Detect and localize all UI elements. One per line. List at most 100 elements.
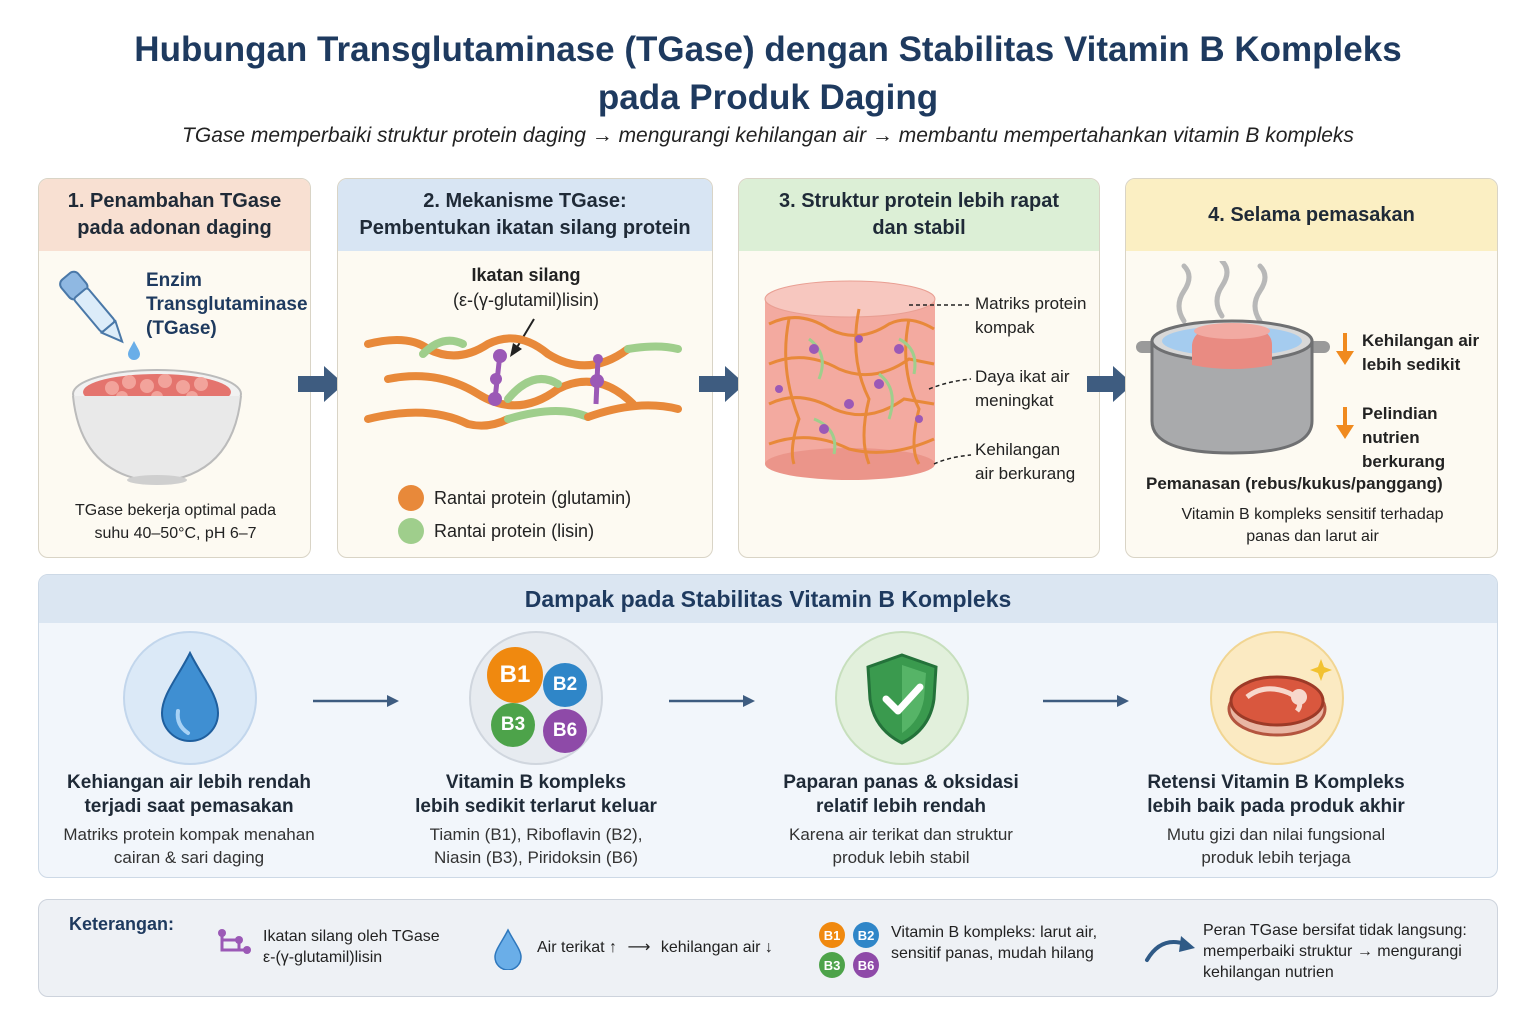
step-4-note-2: panas dan larut air	[1246, 528, 1379, 545]
step-4-title: 4. Selama pemasakan	[1208, 203, 1415, 226]
step-2-header: 2. Mekanisme TGase:Pembentukan ikatan si…	[338, 179, 712, 251]
impact-1-desc-1: Matriks protein kompak menahan	[63, 825, 315, 844]
effect-water-loss-2: lebih sedikit	[1362, 355, 1461, 374]
step-4-note: Vitamin B kompleks sensitif terhadap pan…	[1126, 504, 1497, 548]
crosslink-label-title: Ikatan silang	[471, 265, 581, 285]
impact-1-title-1: Kehiangan air lebih rendah	[67, 772, 311, 793]
impact-4-title: Retensi Vitamin B Kompleks lebih baik pa…	[1136, 771, 1416, 819]
callout-water-binding-1: Daya ikat air	[975, 367, 1070, 386]
callout-compact-matrix-1: Matriks protein	[975, 294, 1087, 313]
impact-2-title-1: Vitamin B kompleks	[445, 772, 627, 793]
legend-vitamin-2: sensitif panas, mudah hilang	[891, 945, 1094, 962]
protein-chains-diagram	[364, 318, 682, 430]
cooking-pot-icon	[1136, 261, 1330, 455]
enzyme-label-1: Enzim	[146, 270, 202, 291]
callout-lines	[909, 304, 972, 465]
arrow-down-icon	[1336, 407, 1354, 439]
step-2-title: 2. Mekanisme TGase:	[423, 190, 627, 212]
protein-matrix-icon	[764, 280, 936, 480]
impact-2-desc-1: Tiamin (B1), Riboflavin (B2),	[429, 825, 643, 844]
callout-water-binding-2: meningkat	[975, 391, 1054, 410]
droplet-icon	[128, 341, 140, 360]
impact-1-title-2: terjadi saat pemasakan	[84, 796, 294, 817]
effect-leaching-2: berkurang	[1362, 452, 1446, 471]
impact-3-desc: Karena air terikat dan struktur produk l…	[761, 823, 1041, 869]
flow-arrow-1-icon	[298, 366, 344, 402]
step-4-header: 4. Selama pemasakan	[1126, 179, 1497, 251]
legend-crosslink: Ikatan silang oleh TGase ε-(γ-glutamil)l…	[263, 926, 440, 968]
crosslink-icon	[218, 929, 251, 954]
step-3-title-2: dan stabil	[872, 217, 966, 239]
legend-role: Peran TGase bersifat tidak langsung: mem…	[1203, 920, 1467, 983]
enzyme-label: Enzim Transglutaminase (TGase)	[146, 269, 308, 341]
legend-water-1: Air terikat ↑	[537, 939, 618, 956]
impact-arrow-3-icon	[1043, 695, 1129, 707]
arrow-down-icon	[1336, 333, 1354, 365]
callout-water-loss-2: air berkurang	[975, 464, 1076, 483]
callout-water-binding: Daya ikat air meningkat	[975, 365, 1069, 413]
crosslink-label: Ikatan silang (ε-(γ-glutamil)lisin)	[338, 263, 712, 313]
dropper-icon	[59, 270, 124, 344]
legend-role-2: memperbaiki struktur → mengurangi	[1203, 943, 1462, 960]
vitamin-b2-badge: B2	[543, 663, 587, 707]
legend-role-3: kehilangan nutrien	[1203, 964, 1334, 981]
impact-1-desc-2: cairan & sari daging	[113, 848, 265, 867]
impact-2-title-2: lebih sedikit terlarut keluar	[415, 796, 657, 817]
impact-3-title: Paparan panas & oksidasi relatif lebih r…	[761, 771, 1041, 819]
step-3-title: 3. Struktur protein lebih rapat	[778, 190, 1060, 212]
effect-water-loss: Kehilangan air lebih sedikit	[1362, 329, 1479, 377]
step-4-panel: 4. Selama pemasakan Kehilangan air lebih…	[1125, 178, 1498, 558]
legend-crosslink-2: ε-(γ-glutamil)lisin	[263, 949, 383, 966]
glutamine-legend: Rantai protein (glutamin)	[434, 488, 632, 508]
shield-check-icon	[866, 653, 938, 745]
impact-3-title-2: relatif lebih rendah	[816, 796, 986, 817]
impact-4-desc-2: produk lebih terjaga	[1201, 848, 1351, 867]
impact-3-desc-1: Karena air terikat dan struktur	[789, 825, 1013, 844]
impact-arrow-2-icon	[669, 695, 755, 707]
step-1-note: TGase bekerja optimal pada suhu 40–50°C,…	[39, 499, 310, 545]
legend-role-1: Peran TGase bersifat tidak langsung:	[1203, 922, 1467, 939]
impact-2-desc-2: Niasin (B3), Piridoksin (B6)	[433, 848, 639, 867]
impact-arrow-1-icon	[313, 695, 399, 707]
callout-water-loss: Kehilangan air berkurang	[975, 438, 1075, 486]
vitamin-b3-badge: B3	[491, 703, 535, 747]
legend-water-2: kehilangan air ↓	[660, 939, 773, 956]
heating-methods: Pemanasan (rebus/kukus/panggang)	[1146, 474, 1443, 493]
step-1-note-2: suhu 40–50°C, pH 6–7	[94, 525, 257, 542]
legend-crosslink-1: Ikatan silang oleh TGase	[263, 928, 440, 945]
glutamine-swatch	[398, 485, 424, 511]
impact-3-title-1: Paparan panas & oksidasi	[783, 772, 1019, 793]
enzyme-label-3: (TGase)	[146, 318, 217, 339]
step-1-title: 1. Penambahan TGase	[67, 190, 282, 212]
effect-water-loss-1: Kehilangan air	[1362, 331, 1480, 350]
impact-title: Dampak pada Stabilitas Vitamin B Komplek…	[39, 575, 1497, 623]
water-drop-icon	[160, 651, 220, 742]
title-line-1: Hubungan Transglutaminase (TGase) dengan…	[134, 30, 1402, 69]
step-3-panel: 3. Struktur protein lebih rapat dan stabi…	[738, 178, 1100, 558]
impact-2-title: Vitamin B kompleks lebih sedikit terlaru…	[396, 771, 676, 819]
flow-arrow-2-icon	[699, 366, 745, 402]
vitamin-circle	[469, 631, 603, 765]
meat-bowl-icon	[72, 369, 242, 485]
impact-3-desc-2: produk lebih stabil	[832, 848, 970, 867]
step-2-panel: 2. Mekanisme TGase:Pembentukan ikatan si…	[337, 178, 713, 558]
callout-compact-matrix-2: kompak	[975, 318, 1035, 337]
step-3-header: 3. Struktur protein lebih rapat dan stabi…	[739, 179, 1099, 251]
legend-b6-badge: B6	[853, 952, 879, 978]
step-1-note-1: TGase bekerja optimal pada	[75, 502, 276, 519]
legend-title: Keterangan:	[69, 914, 175, 934]
callout-compact-matrix: Matriks protein kompak	[975, 292, 1086, 340]
step-4-note-1: Vitamin B kompleks sensitif terhadap	[1181, 506, 1444, 523]
impact-4-title-1: Retensi Vitamin B Kompleks	[1147, 772, 1405, 793]
legend-b3-badge: B3	[819, 952, 845, 978]
water-drop-icon	[494, 928, 522, 970]
vitamin-b1-badge: B1	[487, 647, 543, 703]
crosslink-label-sub: (ε-(γ-glutamil)lisin)	[452, 290, 600, 310]
page-title: Hubungan Transglutaminase (TGase) dengan…	[0, 26, 1536, 122]
page-subtitle: TGase memperbaiki struktur protein dagin…	[182, 124, 1354, 147]
enzyme-label-2: Transglutaminase	[146, 294, 308, 315]
steak-icon	[1227, 659, 1332, 737]
lysine-legend: Rantai protein (lisin)	[434, 521, 595, 541]
